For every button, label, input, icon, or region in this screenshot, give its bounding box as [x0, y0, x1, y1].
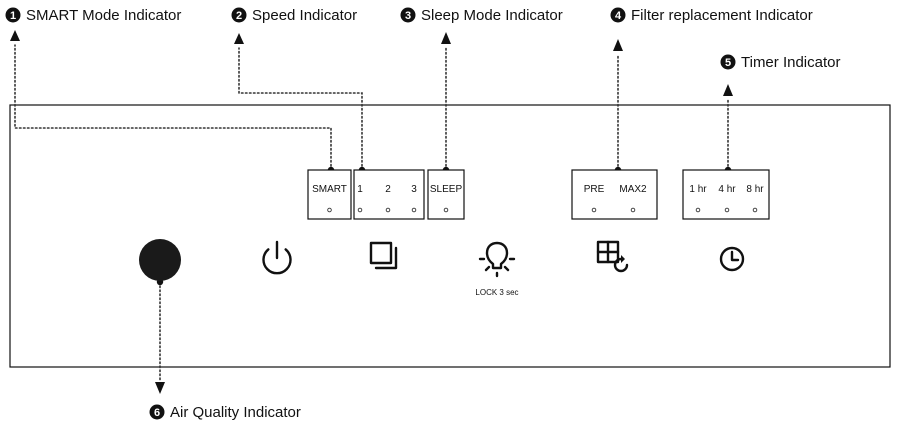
callout-speed: 2 Speed Indicator — [231, 7, 357, 24]
callout-label-speed: Speed Indicator — [252, 7, 357, 24]
timer-button[interactable] — [719, 246, 745, 272]
speed-button[interactable] — [369, 241, 398, 270]
speed-indicator-box: 1 2 3 — [353, 169, 425, 220]
timer-led-1hr — [695, 207, 701, 213]
callout-label-filter: Filter replacement Indicator — [631, 7, 813, 24]
timer-led-8hr — [752, 207, 758, 213]
callout-label-smart: SMART Mode Indicator — [26, 7, 181, 24]
timer-indicator-box: 1 hr 4 hr 8 hr — [682, 169, 770, 220]
speed-led-1 — [357, 207, 363, 213]
filter-led-pre — [591, 207, 597, 213]
callout-number-badge — [400, 7, 416, 23]
callout-number: 5 — [725, 57, 731, 69]
callout-number: 6 — [154, 407, 160, 419]
arrowhead — [441, 32, 451, 44]
timer-label-4hr: 4 hr — [718, 184, 736, 195]
timer-box-outline — [682, 169, 770, 220]
control-panel-outline — [9, 104, 891, 368]
sleep-label: SLEEP — [430, 184, 463, 195]
power-button[interactable] — [262, 240, 292, 275]
speed-label-3: 3 — [411, 184, 417, 195]
speed-label-1: 1 — [357, 184, 363, 195]
timer-label-8hr: 8 hr — [746, 184, 764, 195]
callout-filter: 4 Filter replacement Indicator — [610, 7, 813, 24]
speed-label-2: 2 — [385, 184, 391, 195]
callout-smart: 1 SMART Mode Indicator — [5, 7, 181, 24]
refresh-arrowhead — [621, 255, 625, 263]
timer-clock-icon — [719, 246, 745, 272]
callout-label-timer: Timer Indicator — [741, 54, 840, 71]
callout-label-air-quality: Air Quality Indicator — [170, 404, 301, 421]
callout-number-badge — [720, 54, 736, 70]
callout-timer: 5 Timer Indicator — [720, 54, 840, 71]
timer-label-1hr: 1 hr — [689, 184, 707, 195]
leader-line-smart — [14, 44, 332, 171]
speed-squares-icon — [369, 241, 393, 265]
air-quality-light-icon — [139, 239, 181, 281]
callout-number: 1 — [10, 10, 16, 22]
refresh-arrow-icon — [613, 257, 629, 273]
callout-number-badge — [231, 7, 247, 23]
smart-indicator-box: SMART — [307, 169, 352, 220]
callout-label-sleep: Sleep Mode Indicator — [421, 7, 563, 24]
callout-sleep: 3 Sleep Mode Indicator — [400, 7, 563, 24]
smart-led — [327, 207, 332, 213]
bulb-ray — [503, 265, 510, 272]
sleep-bulb-icon — [485, 241, 509, 270]
callout-number: 3 — [405, 10, 411, 22]
filter-label-max2: MAX2 — [619, 184, 647, 195]
filter-box-outline — [571, 169, 658, 220]
callout-number: 2 — [236, 10, 242, 22]
arrowhead — [613, 39, 623, 51]
filter-indicator-box: PRE MAX2 — [571, 169, 658, 220]
timer-led-4hr — [724, 207, 730, 213]
sleep-box-outline — [427, 169, 465, 220]
lock-caption: LOCK 3 sec — [475, 288, 518, 297]
callout-number-badge — [610, 7, 626, 23]
arrowhead — [10, 30, 20, 41]
smart-box-outline — [307, 169, 352, 220]
leader-line-speed — [238, 47, 363, 171]
sleep-indicator-box: SLEEP — [427, 169, 465, 220]
speed-led-3 — [411, 207, 417, 213]
arrowhead — [234, 33, 244, 44]
speed-squares-icon-shadow — [374, 246, 398, 270]
callout-number: 4 — [615, 10, 622, 22]
filter-reset-button[interactable] — [596, 240, 629, 273]
callout-number-badge — [5, 7, 21, 23]
clock-hands — [730, 250, 740, 262]
sleep-lock-button[interactable]: LOCK 3 sec — [475, 241, 519, 297]
arrowhead — [723, 84, 733, 96]
power-icon — [262, 248, 292, 275]
callout-air-quality: 6 Air Quality Indicator — [149, 404, 301, 421]
bulb-ray — [484, 265, 491, 272]
smart-label: SMART — [312, 184, 347, 195]
filter-label-pre: PRE — [584, 184, 605, 195]
speed-led-2 — [385, 207, 391, 213]
filter-led-max2 — [630, 207, 636, 213]
sleep-led — [443, 207, 449, 213]
arrowhead — [155, 382, 165, 394]
callout-number-badge — [149, 404, 165, 420]
